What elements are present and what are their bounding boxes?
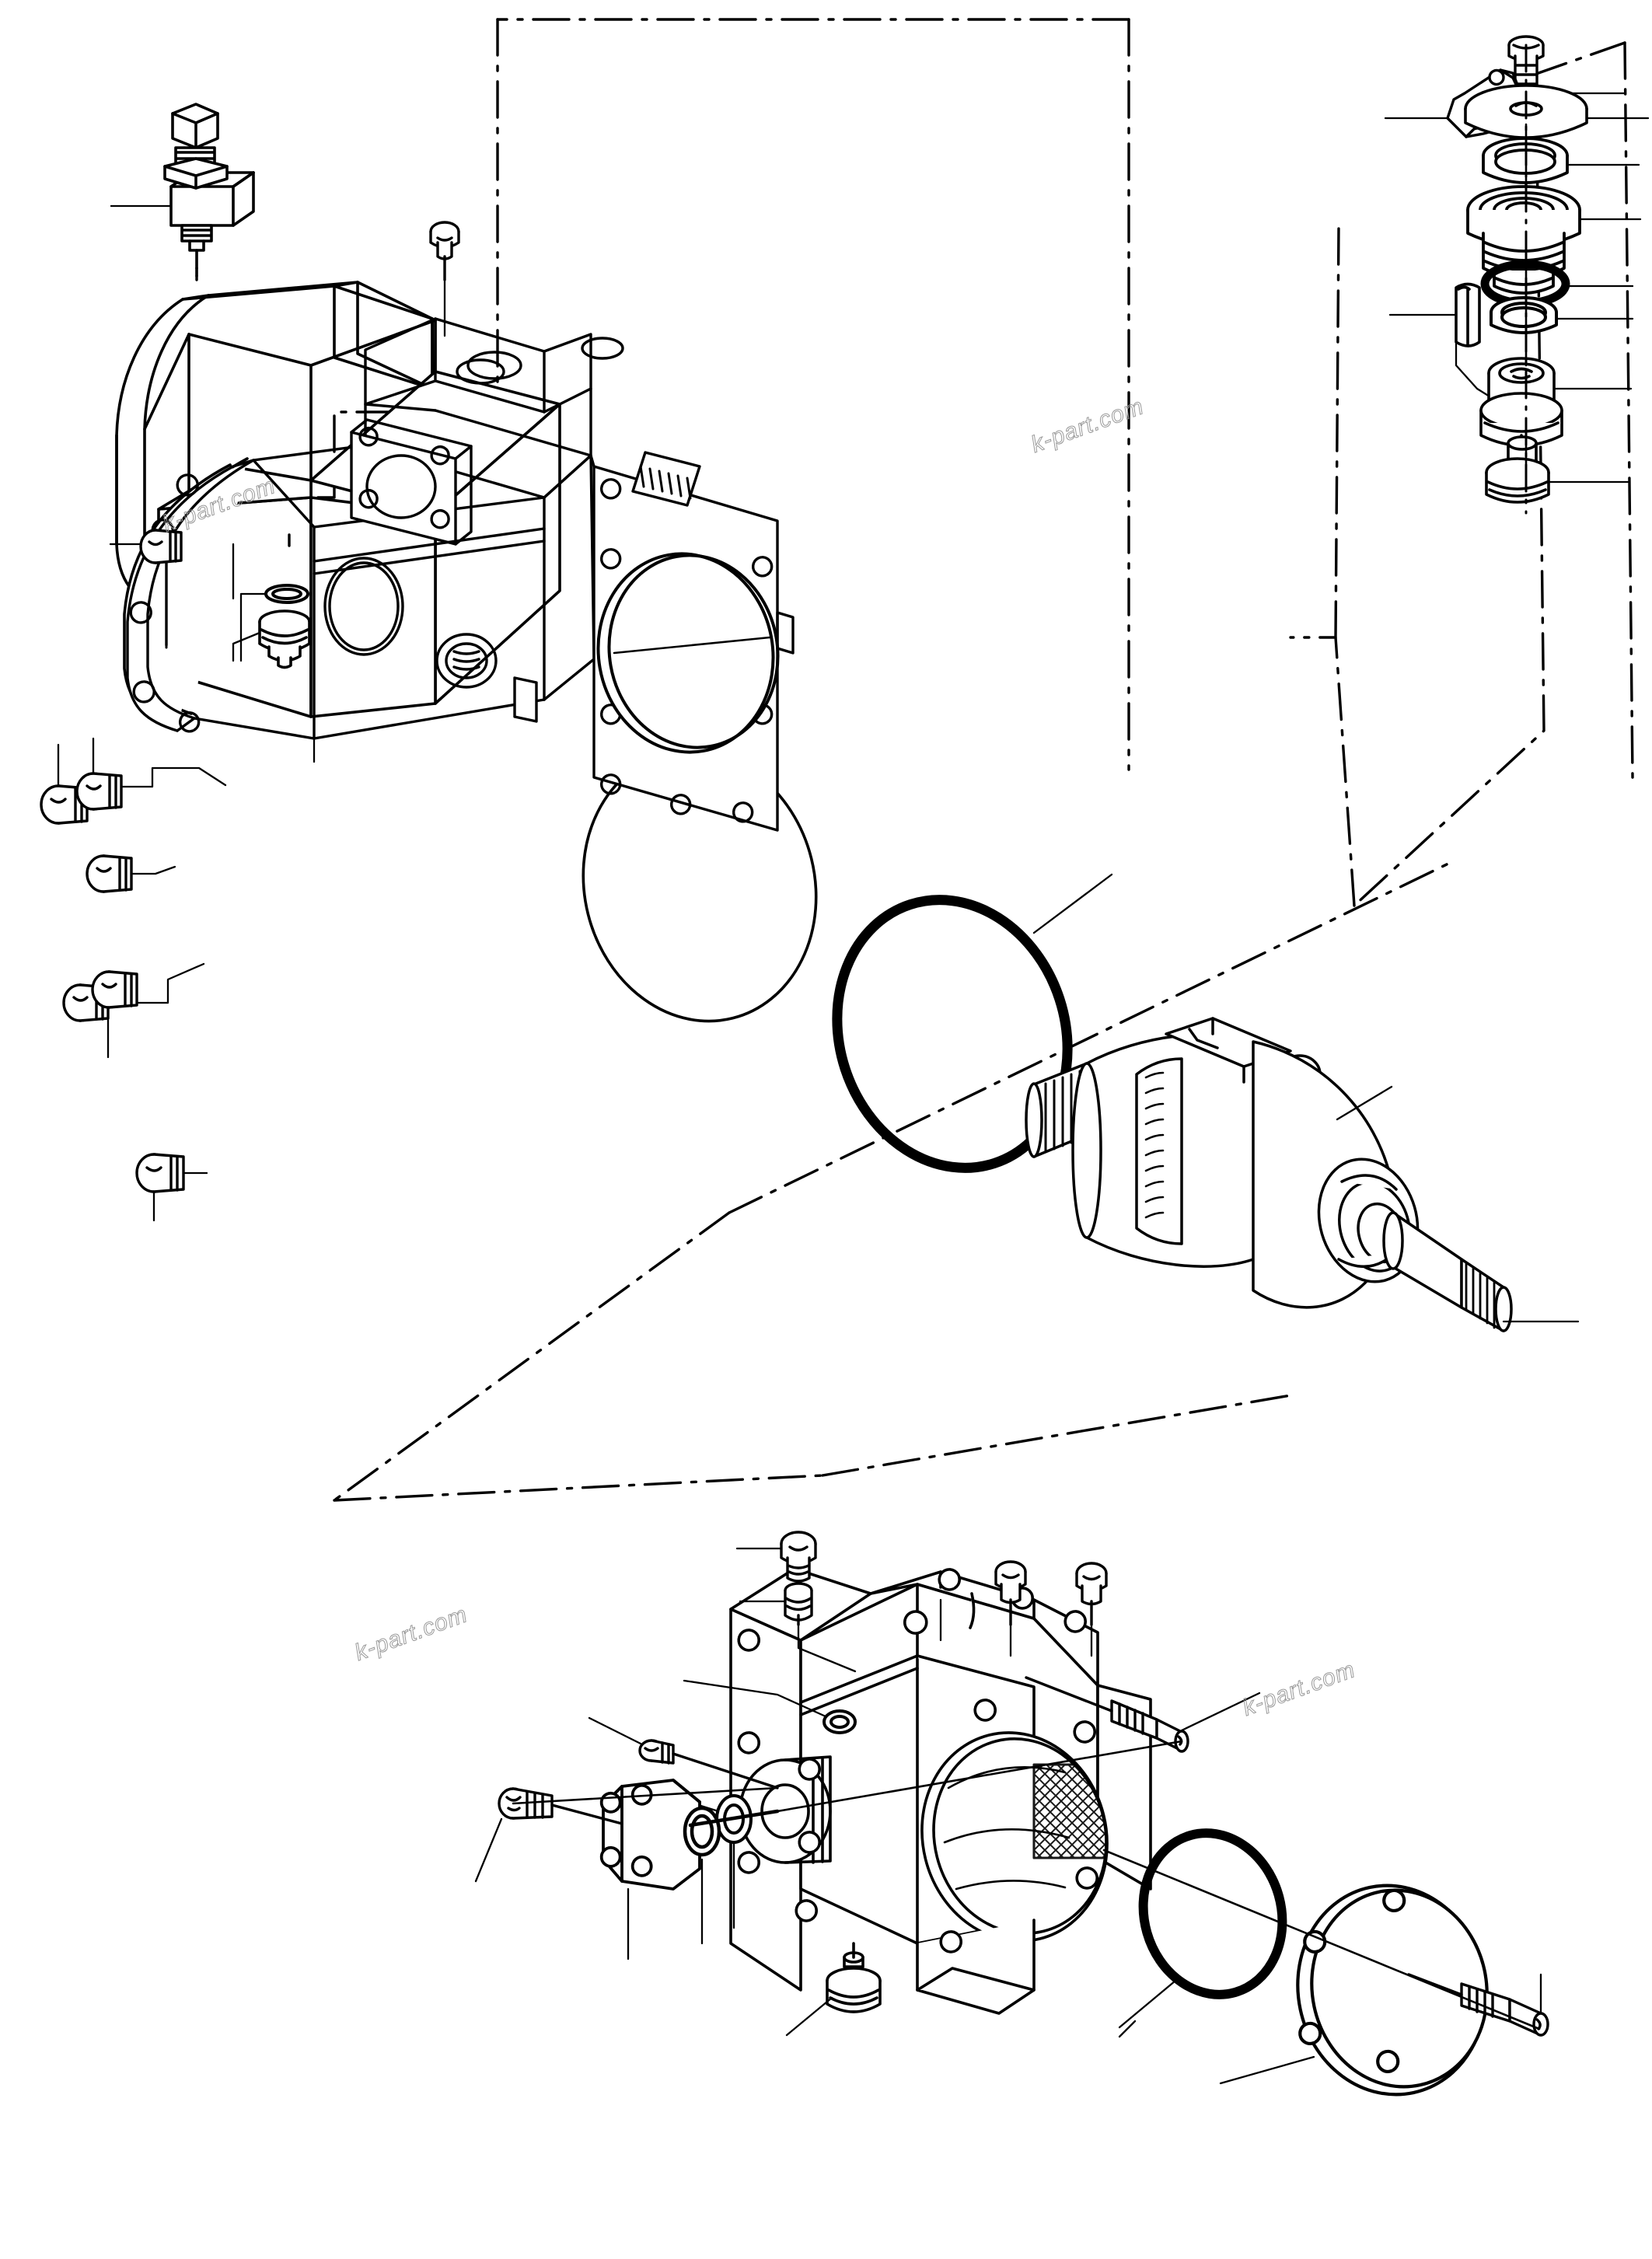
- stud-bolt-right: [1025, 1676, 1189, 1753]
- back-up-ring: [1490, 296, 1558, 334]
- plug-screw-left-5: [91, 970, 138, 1009]
- leaders-left-plugs: [57, 737, 227, 1222]
- leader-o-ring-rear: [1118, 1979, 1177, 2029]
- main-o-ring: [832, 895, 1073, 1173]
- plug-screw-left-3: [86, 854, 133, 893]
- socket-screw-low-1: [780, 1531, 817, 1583]
- socket-screw-low-4: [1075, 1562, 1108, 1626]
- lower-center-group-frame: [333, 861, 1451, 1502]
- bolt-cover-left: [498, 1787, 623, 1825]
- o-ring-rear-cover: [1138, 1828, 1287, 1999]
- leader-bolt-low-left: [588, 1716, 642, 1745]
- upper-right-group-frame: [1289, 41, 1634, 907]
- plug-screw-group-left: [40, 772, 185, 1193]
- plug-screw-low-2: [784, 1582, 813, 1626]
- o-ring-low-small-1: [823, 1709, 857, 1734]
- rear-cover-plate: [1296, 1884, 1489, 2097]
- socket-screw-top: [429, 221, 460, 281]
- rotating-group-shaft: [1025, 1017, 1513, 1332]
- side-cover-plate: [599, 1779, 701, 1891]
- leaders-low-bolts-2: [939, 1598, 1093, 1657]
- spring-pin: [1455, 282, 1481, 347]
- leaders-low-bolts: [735, 1547, 857, 1673]
- leaders-cover-left: [474, 1817, 704, 1960]
- drain-plug-low: [826, 1942, 882, 2013]
- leader-rotating-group: [1336, 1085, 1580, 1323]
- lower-assembly-axis: [512, 1740, 1541, 2030]
- plug-screw-left-6: [135, 1153, 185, 1193]
- leader-spring-pin: [1388, 313, 1504, 406]
- pressure-switch: [163, 103, 255, 278]
- leaders-drain: [232, 592, 267, 662]
- plug-screw-left-2: [75, 772, 123, 811]
- end-cap-plug: [1485, 435, 1550, 504]
- leader-drain-plug-low: [785, 1996, 833, 2037]
- seal-ring-small: [264, 584, 309, 604]
- leaders-rear-cover: [1118, 1973, 1542, 2085]
- bolt-low-left: [638, 1739, 779, 1789]
- leader-main-o-ring: [1032, 873, 1113, 934]
- socket-screw-low-3: [994, 1560, 1027, 1626]
- drain-plug-large: [258, 609, 311, 669]
- leader-stud-bolt: [1180, 1692, 1261, 1732]
- o-ring-cover-left: [683, 1806, 780, 1857]
- housing-main-bore: [596, 552, 780, 754]
- leader-housing-bottom: [232, 543, 316, 763]
